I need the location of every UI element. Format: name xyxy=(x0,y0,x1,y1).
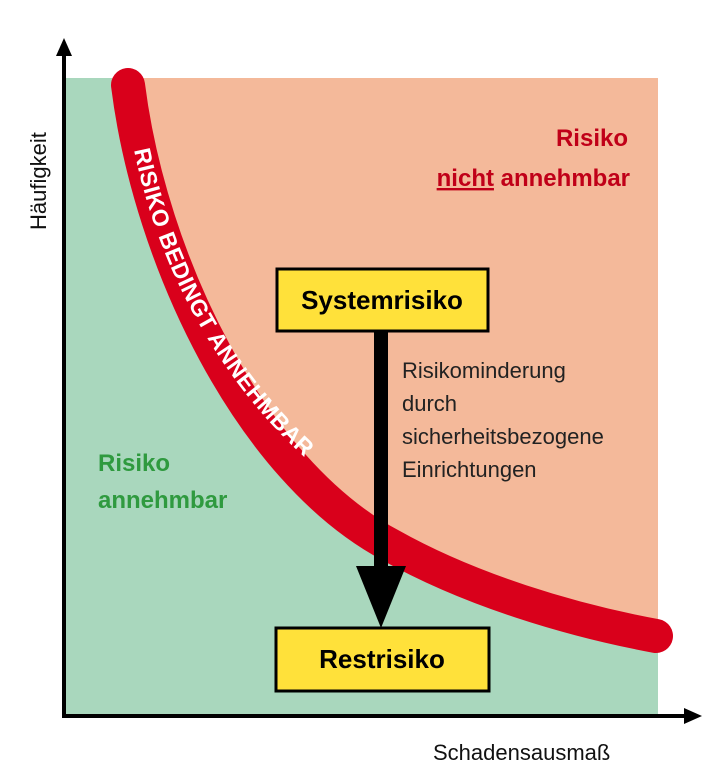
mitigation-note: Risikominderung durch sicherheitsbezogen… xyxy=(402,358,610,482)
conditional-risk-band xyxy=(111,68,673,653)
mitigation-arrow xyxy=(356,330,406,628)
not-acceptable-label-line2: nicht annehmbar xyxy=(437,165,630,192)
acceptable-zone xyxy=(64,78,658,716)
x-axis-label: Schadensausmaß xyxy=(433,740,610,765)
residual-risk-label: Restrisiko xyxy=(319,644,445,674)
x-axis xyxy=(62,708,702,724)
system-risk-label: Systemrisiko xyxy=(301,285,463,315)
not-underlined-word: nicht xyxy=(437,165,494,192)
y-axis-label: Häufigkeit xyxy=(26,132,51,230)
acceptable-label-line1: Risiko xyxy=(98,450,170,477)
residual-risk-box: Restrisiko xyxy=(274,626,491,693)
y-axis xyxy=(56,38,72,716)
acceptable-label-line2: annehmbar xyxy=(98,487,227,514)
system-risk-box: Systemrisiko xyxy=(275,267,490,333)
not-acceptable-label-line1: Risiko xyxy=(556,125,628,152)
